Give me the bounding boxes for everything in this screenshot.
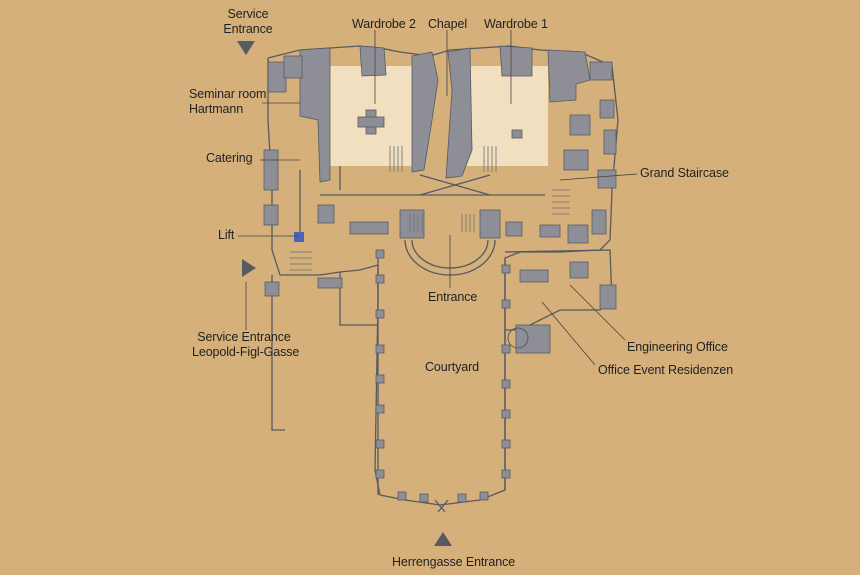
service-entrance-top-label: Service Entrance xyxy=(223,7,273,36)
herrengasse-entrance-arrow xyxy=(434,532,452,546)
wardrobe-1-label: Wardrobe 1 xyxy=(484,17,548,31)
service-entrance-top-arrow xyxy=(237,41,255,55)
service-entrance-side-label: Service Entrance Leopold-Figl-Gasse xyxy=(192,330,300,359)
service-entrance-side-arrow xyxy=(242,259,256,277)
seminar-room-label: Seminar room Hartmann xyxy=(189,87,267,116)
engineering-office-label: Engineering Office xyxy=(627,340,728,354)
office-event-label: Office Event Residenzen xyxy=(598,363,734,377)
courtyard-label: Courtyard xyxy=(425,360,479,374)
grand-staircase-label: Grand Staircase xyxy=(640,166,729,180)
lift-label: Lift xyxy=(218,228,235,242)
entrance-label: Entrance xyxy=(428,290,478,304)
wardrobe-2-label: Wardrobe 2 xyxy=(352,17,416,31)
chapel-label: Chapel xyxy=(428,17,468,31)
herrengasse-entrance-label: Herrengasse Entrance xyxy=(392,555,516,569)
catering-label: Catering xyxy=(206,151,253,165)
